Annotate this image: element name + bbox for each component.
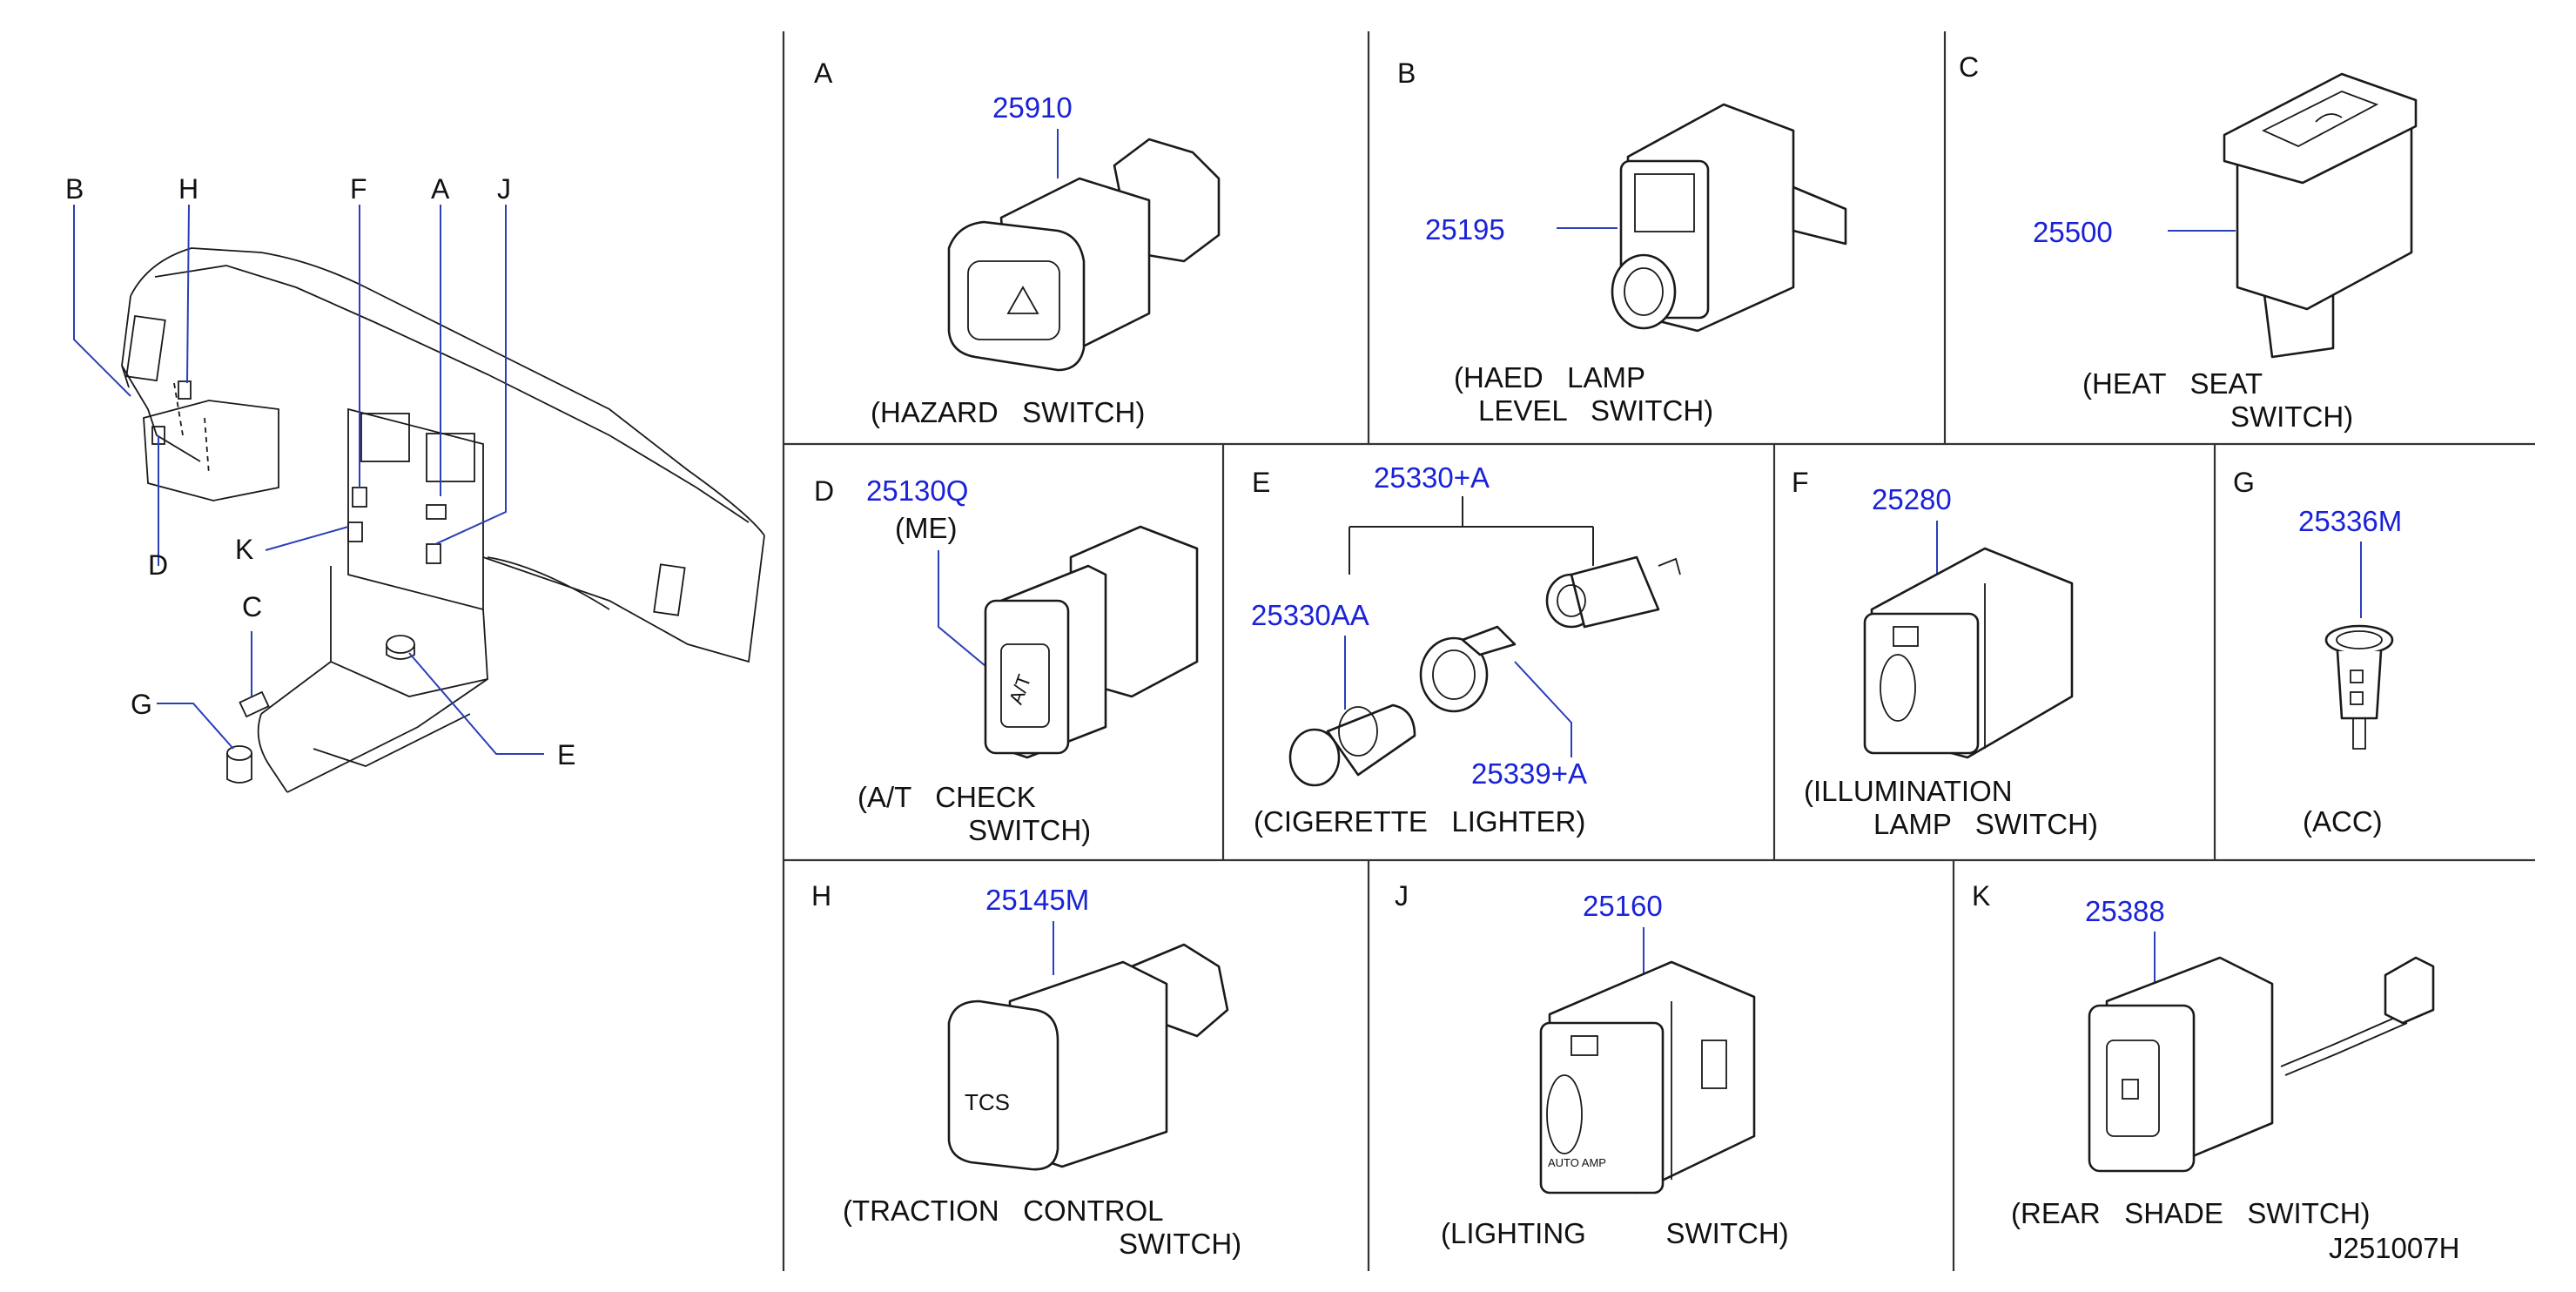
panel-letter: F: [1792, 467, 1809, 498]
part-caption: (CIGERETTE LIGHTER): [1254, 805, 1585, 838]
part-caption: (HEAT SEAT: [2082, 367, 2263, 400]
panel-letter: E: [1252, 467, 1270, 498]
headlamp-level-switch-part: [1611, 103, 1847, 333]
part-number: 25500: [2033, 216, 2113, 248]
panel-letter: B: [1397, 57, 1416, 89]
panel-b: B 25195 (HAED LAMP LEVEL SWITCH): [1397, 57, 1847, 427]
callout-letter: E: [557, 739, 575, 770]
part-caption: SWITCH): [1119, 1228, 1241, 1260]
panel-f: F 25280 (ILLUMINATION LAMP SWITCH): [1792, 467, 2098, 840]
callout-letter: B: [65, 173, 84, 205]
part-number: 25336M: [2298, 505, 2402, 537]
panel-g: G 25336M (ACC): [2233, 467, 2402, 838]
panel-c: C 25500 (HEAT SEAT SWITCH): [1959, 51, 2418, 433]
part-number: 25160: [1583, 890, 1663, 922]
part-number: 25280: [1872, 483, 1952, 515]
part-caption: (TRACTION CONTROL: [843, 1194, 1164, 1227]
heat-seat-switch-part: [2223, 72, 2418, 359]
part-caption: LEVEL SWITCH): [1478, 394, 1713, 427]
auto-amp-face-label: AUTO AMP: [1548, 1156, 1606, 1169]
part-number: 25388: [2085, 895, 2165, 927]
at-check-switch-part: A/T: [984, 525, 1199, 759]
traction-control-switch-part: TCS: [947, 943, 1229, 1171]
panel-letter: D: [814, 475, 834, 507]
panel-letter: H: [811, 880, 831, 912]
dashboard-overview: B H F A J K D C G E: [65, 173, 765, 793]
panel-letter: K: [1972, 880, 1990, 912]
part-number: 25195: [1425, 213, 1505, 246]
part-caption: (REAR SHADE SWITCH): [2011, 1197, 2371, 1229]
callout-letter: A: [431, 173, 450, 205]
callout-letter: K: [235, 534, 253, 565]
part-number: 25130Q: [866, 474, 968, 507]
part-caption: SWITCH): [968, 814, 1091, 846]
part-caption: LAMP SWITCH): [1873, 808, 2098, 840]
tcs-face-label: TCS: [965, 1089, 1010, 1115]
part-number: 25330AA: [1251, 599, 1369, 631]
part-variant: (ME): [895, 512, 957, 544]
drawing-reference: J251007H: [2329, 1232, 2459, 1264]
part-number: 25330+A: [1374, 461, 1490, 494]
callout-letter: D: [148, 549, 168, 581]
panel-a: A 25910 (HAZARD SWITCH): [814, 57, 1221, 428]
callout-letter: F: [350, 173, 367, 205]
callout-letter: J: [497, 173, 511, 205]
part-number: 25339+A: [1471, 757, 1587, 790]
panel-letter: G: [2233, 467, 2255, 498]
part-caption: (HAZARD SWITCH): [871, 396, 1145, 428]
part-caption: (HAED LAMP: [1454, 361, 1645, 394]
panel-letter: J: [1395, 880, 1409, 912]
panel-k: K 25388 (REAR SHADE SWITCH): [1972, 880, 2435, 1229]
panel-e: E 25330+A 25330AA 25339+A (CIGERETTE LIG…: [1251, 461, 1681, 838]
callout-letter: H: [178, 173, 198, 205]
part-number: 25145M: [985, 884, 1089, 916]
part-caption: (A/T CHECK: [858, 781, 1036, 813]
part-caption: SWITCH): [2230, 400, 2353, 433]
lighting-switch-part: AUTO AMP: [1539, 960, 1756, 1194]
panel-h: H 25145M TCS (TRACTION CONTROL SWITCH): [811, 880, 1241, 1260]
rear-shade-switch-part: [2088, 956, 2435, 1173]
panel-grid: [782, 31, 2535, 1271]
panel-d: D 25130Q (ME) A/T (A/T CHECK SWITCH): [814, 474, 1199, 846]
panel-letter: C: [1959, 51, 1979, 83]
part-caption: (ILLUMINATION: [1804, 775, 2013, 807]
part-number: 25910: [992, 91, 1073, 124]
callout-letter: C: [242, 591, 262, 622]
part-caption: (LIGHTING SWITCH): [1441, 1217, 1789, 1249]
hazard-switch-part: [947, 138, 1221, 372]
part-caption: (ACC): [2303, 805, 2383, 838]
panel-j: J 25160 AUTO AMP (LIGHTING SWITCH): [1395, 880, 1789, 1249]
callout-letter: G: [131, 689, 152, 720]
cigarette-lighter-parts: [1288, 555, 1681, 787]
panel-letter: A: [814, 57, 833, 89]
acc-socket-part: [2324, 624, 2394, 750]
illumination-lamp-switch-part: [1863, 547, 2074, 759]
